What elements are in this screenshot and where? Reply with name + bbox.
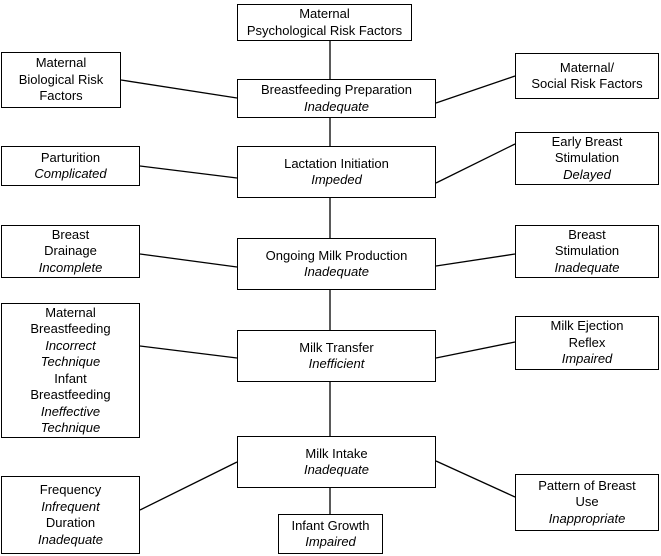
drainage-line-2: Drainage (44, 243, 97, 259)
technique-maternal-status-2: Technique (40, 354, 101, 369)
pattern-line-2: Use (575, 494, 599, 510)
psych-line-1: Maternal (299, 6, 350, 21)
maternal-social-risk-factors-box: Maternal/ Social Risk Factors (515, 53, 659, 99)
technique-infant-line-1: Infant (54, 370, 87, 386)
frequency-status: Infrequent (41, 498, 100, 514)
growth-status: Impaired (305, 534, 356, 549)
ongoing-milk-production-box: Ongoing Milk Production Inadequate (237, 238, 436, 290)
drainage-line-1: Breast (51, 226, 90, 242)
early-line-1: Early Breast (551, 133, 623, 149)
connector-stimulation-ongoing (435, 253, 516, 267)
technique-maternal-line-2: Breastfeeding (30, 321, 111, 336)
intake-title: Milk Intake (305, 445, 368, 461)
pattern-line-1: Pattern of Breast (538, 477, 636, 493)
ejection-status: Impaired (561, 351, 613, 367)
maternal-psychological-risk-factors-box: Maternal Psychological Risk Factors (237, 4, 412, 41)
growth-title: Infant Growth (291, 517, 370, 533)
connector-technique-transfer (139, 345, 238, 359)
stimulation-status: Inadequate (554, 259, 620, 275)
initiation-title: Lactation Initiation (284, 155, 389, 171)
ejection-line-1: Milk Ejection (550, 318, 624, 334)
connector-frequency-intake (139, 461, 238, 511)
bio-line-1: Maternal (35, 55, 87, 71)
early-breast-stimulation-box: Early Breast Stimulation Delayed (515, 132, 659, 185)
technique-infant-status-1: Ineffective (40, 403, 101, 419)
breastfeeding-preparation-box: Breastfeeding Preparation Inadequate (237, 79, 436, 118)
connector-bio-prep (120, 79, 238, 99)
parturition-status: Complicated (34, 166, 107, 181)
initiation-status: Impeded (311, 172, 362, 187)
drainage-status: Incomplete (38, 259, 103, 275)
technique-infant-status-2: Technique (40, 420, 101, 435)
connector-parturition-initiation (139, 165, 238, 179)
stimulation-line-1: Breast (568, 226, 606, 242)
intake-status: Inadequate (303, 462, 370, 477)
stimulation-line-2: Stimulation (554, 243, 620, 259)
bio-line-3: Factors (39, 88, 83, 104)
milk-transfer-box: Milk Transfer Inefficient (237, 330, 436, 382)
parturition-title: Parturition (40, 149, 101, 165)
prep-title: Breastfeeding Preparation (260, 82, 413, 97)
frequency-title: Frequency (39, 482, 102, 497)
pattern-of-breast-use-box: Pattern of Breast Use Inappropriate (515, 474, 659, 531)
infant-growth-box: Infant Growth Impaired (278, 514, 383, 554)
duration-title: Duration (45, 515, 96, 530)
technique-infant-line-2: Breastfeeding (30, 387, 111, 402)
transfer-status: Inefficient (308, 356, 365, 371)
social-line-2: Social Risk Factors (531, 76, 643, 91)
breast-drainage-box: Breast Drainage Incomplete (1, 225, 140, 278)
psych-line-2: Psychological Risk Factors (246, 22, 403, 38)
early-line-2: Stimulation (554, 150, 620, 166)
technique-maternal-status-1: Incorrect (45, 337, 96, 353)
ongoing-status: Inadequate (303, 264, 370, 279)
connector-pattern-intake (435, 460, 516, 498)
early-status: Delayed (563, 166, 611, 182)
social-line-1: Maternal/ (559, 59, 615, 75)
bio-line-2: Biological Risk (18, 71, 104, 87)
duration-status: Inadequate (37, 531, 104, 547)
connector-ejection-transfer (435, 341, 516, 359)
connector-social-prep (435, 75, 516, 104)
technique-maternal-line-1: Maternal (45, 304, 96, 320)
connector-drainage-ongoing (139, 253, 238, 268)
connector-early-initiation (435, 143, 516, 184)
lactation-initiation-box: Lactation Initiation Impeded (237, 146, 436, 198)
ongoing-title: Ongoing Milk Production (265, 247, 408, 263)
transfer-title: Milk Transfer (299, 339, 374, 355)
milk-intake-box: Milk Intake Inadequate (237, 436, 436, 488)
breast-stimulation-box: Breast Stimulation Inadequate (515, 225, 659, 278)
maternal-biological-risk-factors-box: Maternal Biological Risk Factors (1, 52, 121, 108)
prep-status: Inadequate (303, 98, 370, 114)
pattern-status: Inappropriate (548, 510, 626, 526)
ejection-line-2: Reflex (568, 334, 606, 350)
breastfeeding-technique-box: Maternal Breastfeeding Incorrect Techniq… (1, 303, 140, 438)
milk-ejection-reflex-box: Milk Ejection Reflex Impaired (515, 316, 659, 370)
parturition-box: Parturition Complicated (1, 146, 140, 186)
frequency-duration-box: Frequency Infrequent Duration Inadequate (1, 476, 140, 554)
